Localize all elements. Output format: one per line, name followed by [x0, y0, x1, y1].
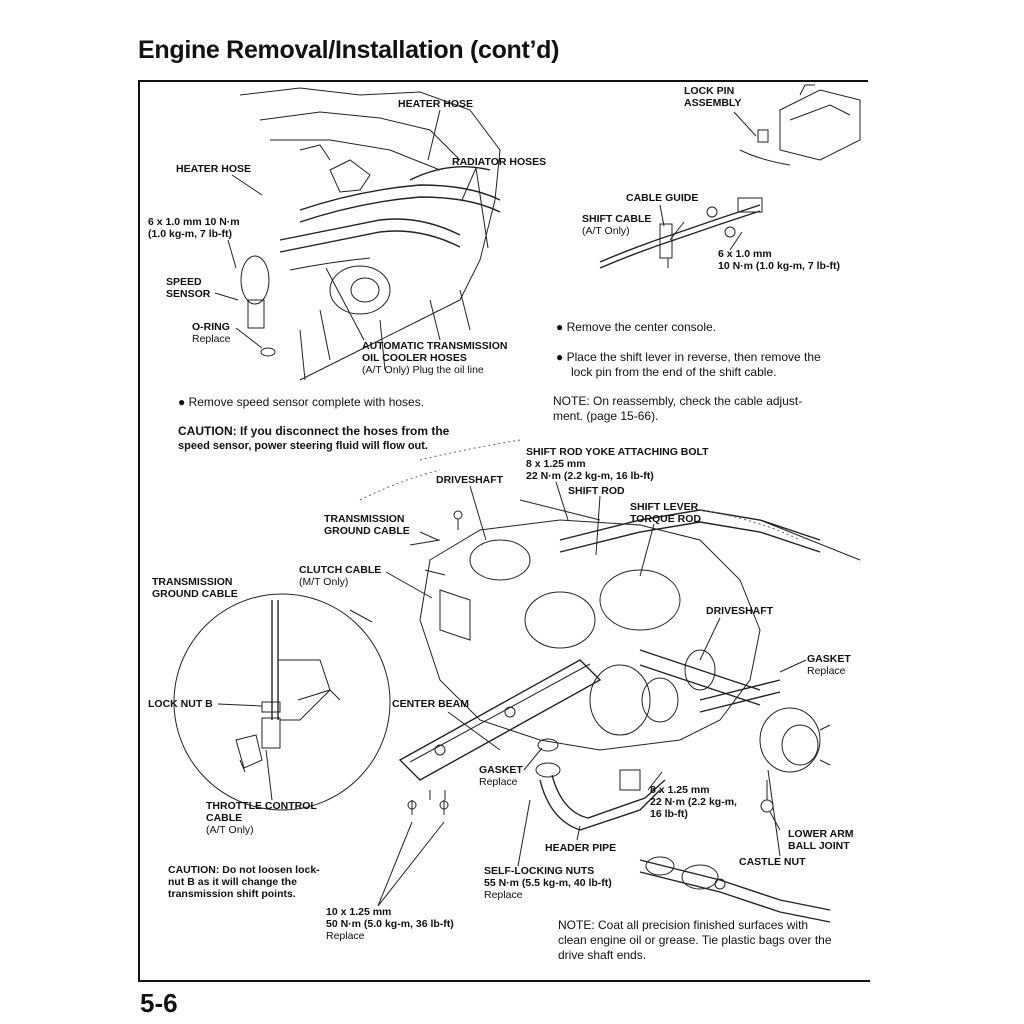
label-oring: O-RING: [192, 321, 230, 333]
label-shift-rod-bolt-3: 22 N·m (2.2 kg-m, 16 lb-ft): [526, 470, 654, 482]
label-driveshaft-right: DRIVESHAFT: [706, 605, 774, 617]
note-remove-speed-sensor: ● Remove speed sensor complete with hose…: [178, 395, 425, 409]
label-shift-lever-1: SHIFT LEVER: [630, 501, 699, 513]
label-trans-ground-left-2: GROUND CABLE: [152, 588, 238, 600]
label-gasket-right-note: Replace: [807, 665, 846, 677]
top-rule: [138, 80, 868, 82]
label-bolt-6x1: 6 x 1.0 mm 10 N·m: [148, 216, 240, 228]
caution-speed-1: CAUTION: If you disconnect the hoses fro…: [178, 424, 450, 438]
label-throttle-3: (A/T Only): [206, 824, 254, 836]
label-trans-ground-2: GROUND CABLE: [324, 525, 410, 537]
label-self-lock-2: 55 N·m (5.5 kg-m, 40 lb-ft): [484, 877, 612, 889]
label-oring-replace: Replace: [192, 333, 231, 345]
note-shift-lever: ● Place the shift lever in reverse, then…: [556, 350, 821, 364]
label-self-lock-3: Replace: [484, 889, 523, 901]
label-lower-arm-2: BALL JOINT: [788, 840, 850, 852]
note-shift-lever-text-2: lock pin from the end of the shift cable…: [571, 365, 777, 379]
label-shift-cable-note: (A/T Only): [582, 225, 630, 237]
note-remove-console-text: Remove the center console.: [566, 320, 717, 334]
label-trans-ground-left-1: TRANSMISSION: [152, 576, 233, 588]
label-bolt-10-3: Replace: [326, 930, 365, 942]
label-shift-lever-2: TORQUE ROD: [630, 513, 701, 525]
label-castle-nut: CASTLE NUT: [739, 856, 806, 868]
figure-frame: [138, 80, 872, 982]
engine-top-drawing: [239, 87, 501, 381]
label-driveshaft-left: DRIVESHAFT: [436, 474, 504, 486]
center-beam-drawing: [398, 659, 602, 815]
note-remove-console: ● Remove the center console.: [556, 320, 717, 334]
page-number: 5-6: [140, 988, 178, 1018]
note-reassembly-1: NOTE: On reassembly, check the cable adj…: [553, 394, 803, 408]
label-bolt-10-1: 10 x 1.25 mm: [326, 906, 392, 918]
label-center-beam: CENTER BEAM: [392, 698, 470, 710]
label-bolt-10-2: 50 N·m (5.0 kg-m, 36 lb-ft): [326, 918, 454, 930]
caution-lock-1: CAUTION: Do not loosen lock-: [168, 864, 320, 876]
caution-lock-2: nut B as it will change the: [168, 876, 297, 888]
label-clutch-cable-note: (M/T Only): [299, 576, 349, 588]
dashed-guides: [359, 439, 801, 541]
label-header-pipe: HEADER PIPE: [545, 842, 617, 854]
label-bolt-6x1-torque: (1.0 kg-m, 7 lb-ft): [148, 228, 233, 240]
label-bolt-8-1: 8 x 1.25 mm: [650, 784, 710, 796]
label-lower-arm-1: LOWER ARM: [788, 828, 854, 840]
transmission-drawing: [409, 499, 861, 751]
label-bolt-8-2: 22 N·m (2.2 kg-m,: [650, 796, 737, 808]
label-radiator-hoses: RADIATOR HOSES: [452, 156, 547, 168]
label-clutch-cable: CLUTCH CABLE: [299, 564, 382, 576]
label-shift-cable: SHIFT CABLE: [582, 213, 652, 225]
shift-cable-drawing: [599, 84, 861, 269]
label-lock-pin-1: LOCK PIN: [684, 85, 735, 97]
driveshaft-end-drawing: [639, 856, 831, 923]
label-shift-rod: SHIFT ROD: [568, 485, 625, 497]
label-gasket-right: GASKET: [807, 653, 851, 665]
note-remove-speed-sensor-text: Remove speed sensor complete with hoses.: [188, 395, 425, 409]
label-bolt-8-3: 16 lb-ft): [650, 808, 688, 820]
leader-lines: [214, 109, 807, 907]
label-throttle-2: CABLE: [206, 812, 243, 824]
note-reassembly-2: ment. (page 15-66).: [553, 409, 659, 423]
label-atf-cooler-2: OIL COOLER HOSES: [362, 352, 467, 364]
label-trans-ground-1: TRANSMISSION: [324, 513, 405, 525]
label-throttle-1: THROTTLE CONTROL: [206, 800, 317, 812]
bottom-rule: [138, 980, 870, 982]
label-speed-sensor-2: SENSOR: [166, 288, 211, 300]
label-self-lock-1: SELF-LOCKING NUTS: [484, 865, 595, 877]
note-coat-3: drive shaft ends.: [558, 948, 647, 962]
header-pipe-drawing: [535, 738, 666, 831]
label-atf-cooler-1: AUTOMATIC TRANSMISSION: [362, 340, 508, 352]
label-heater-hose-left: HEATER HOSE: [176, 163, 252, 175]
label-gasket-mid-note: Replace: [479, 776, 518, 788]
label-speed-sensor-1: SPEED: [166, 276, 202, 288]
label-heater-hose-top: HEATER HOSE: [398, 98, 474, 110]
label-cable-guide: CABLE GUIDE: [626, 192, 699, 204]
driveshaft-drawing: [639, 649, 831, 813]
label-shift-rod-bolt-1: SHIFT ROD YOKE ATTACHING BOLT: [526, 446, 709, 458]
page-title: Engine Removal/Installation (cont’d): [138, 36, 560, 64]
label-bolt-shift-1: 6 x 1.0 mm: [718, 248, 772, 260]
caution-lock-3: transmission shift points.: [168, 888, 296, 900]
note-shift-lever-text-1: Place the shift lever in reverse, then r…: [566, 350, 821, 364]
label-shift-rod-bolt-2: 8 x 1.25 mm: [526, 458, 586, 470]
note-coat-1: NOTE: Coat all precision finished surfac…: [558, 918, 809, 932]
lock-nut-inset: [173, 593, 391, 811]
label-bolt-shift-2: 10 N·m (1.0 kg-m, 7 lb-ft): [718, 260, 840, 272]
label-atf-cooler-3: (A/T Only) Plug the oil line: [362, 364, 484, 376]
note-coat-2: clean engine oil or grease. Tie plastic …: [558, 933, 832, 947]
caution-speed-2: speed sensor, power steering fluid will …: [178, 440, 428, 452]
label-gasket-mid: GASKET: [479, 764, 523, 776]
label-lock-nut-b: LOCK NUT B: [148, 698, 213, 710]
label-lock-pin-2: ASSEMBLY: [684, 97, 742, 109]
